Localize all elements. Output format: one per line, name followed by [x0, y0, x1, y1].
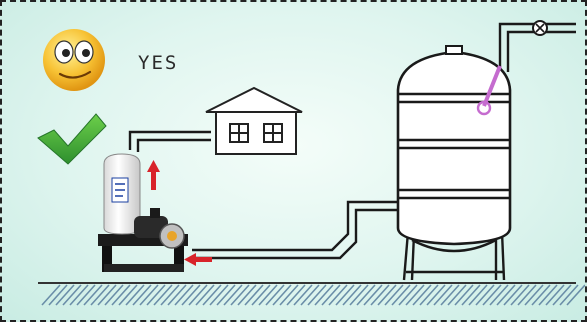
- ground-hatch-line: [258, 284, 278, 306]
- ground-hatch-line: [384, 284, 404, 306]
- ground-hatch-line: [202, 284, 222, 306]
- ground-hatch-line: [272, 284, 292, 306]
- ground-hatch-line: [517, 284, 537, 306]
- ground-hatch-line: [83, 284, 103, 306]
- ground-hatch-line: [251, 284, 271, 306]
- ground-hatch-line: [363, 284, 383, 306]
- water-storage-tank: [396, 45, 512, 246]
- ground-hatch-line: [328, 284, 348, 306]
- flow-arrow-up: [147, 160, 160, 190]
- ground-hatch-line: [503, 284, 523, 306]
- yes-label: YES: [138, 52, 179, 74]
- ground-hatch-line: [195, 284, 215, 306]
- ground-hatch-line: [90, 284, 110, 306]
- ground-hatch-line: [286, 284, 306, 306]
- ground-hatch-line: [223, 284, 243, 306]
- ground-hatch-line: [237, 284, 257, 306]
- ground-hatch-line: [132, 284, 152, 306]
- pipes: [128, 22, 576, 260]
- ground-hatch-line: [97, 284, 117, 306]
- ground-hatch-line: [538, 284, 558, 306]
- ground-hatch-line: [265, 284, 285, 306]
- ground-hatch-line: [307, 284, 327, 306]
- tank-stand: [402, 231, 506, 281]
- ground-hatch-line: [433, 284, 453, 306]
- ground-hatch-line: [559, 284, 579, 306]
- ground-hatch-line: [489, 284, 509, 306]
- house-window-right: [263, 123, 283, 143]
- smiley-face-icon: [43, 29, 105, 91]
- ground-hatch-line: [153, 284, 173, 306]
- ground-hatch-line: [293, 284, 313, 306]
- ground-hatch-line: [531, 284, 551, 306]
- ground-hatch-line: [405, 284, 425, 306]
- ground-hatch-line: [167, 284, 187, 306]
- ground-hatch-line: [188, 284, 208, 306]
- ground-hatch-line: [244, 284, 264, 306]
- ground-hatch-line: [349, 284, 369, 306]
- ground-hatch-line: [566, 284, 585, 306]
- valve-icon: [532, 20, 548, 36]
- ground-hatch-line: [454, 284, 474, 306]
- ground-hatch-line: [279, 284, 299, 306]
- ground-hatch-line: [335, 284, 355, 306]
- ground-hatch-line: [216, 284, 236, 306]
- ground-hatch-line: [475, 284, 495, 306]
- ground-hatch-line: [468, 284, 488, 306]
- ground-hatch-line: [314, 284, 334, 306]
- ground-hatch-line: [111, 284, 131, 306]
- ground-hatch-line: [482, 284, 502, 306]
- ground-hatch-line: [370, 284, 390, 306]
- ground-hatch-line: [55, 284, 75, 306]
- ground-hatch-line: [76, 284, 96, 306]
- ground-hatch-line: [62, 284, 82, 306]
- ground: [38, 282, 585, 306]
- ground-hatch-line: [398, 284, 418, 306]
- house: [205, 86, 303, 155]
- ground-hatch-line: [209, 284, 229, 306]
- ground-hatch-line: [174, 284, 194, 306]
- ground-hatch-line: [69, 284, 89, 306]
- flow-arrow-left: [184, 253, 212, 266]
- ground-hatch-line: [461, 284, 481, 306]
- ground-hatch-line: [321, 284, 341, 306]
- ground-hatch-line: [419, 284, 439, 306]
- ground-hatch-line: [447, 284, 467, 306]
- ground-hatch-line: [545, 284, 565, 306]
- green-checkmark-icon: [37, 113, 107, 165]
- ground-hatch-line: [391, 284, 411, 306]
- ground-hatch-line: [230, 284, 250, 306]
- ground-hatch-line: [125, 284, 145, 306]
- ground-hatch-line: [510, 284, 530, 306]
- ground-hatch-line: [412, 284, 432, 306]
- ground-hatch-line: [426, 284, 446, 306]
- ground-hatch-line: [356, 284, 376, 306]
- ground-hatch-line: [41, 284, 61, 306]
- ground-hatch-line: [118, 284, 138, 306]
- ground-hatch-line: [342, 284, 362, 306]
- house-window-left: [229, 123, 249, 143]
- ground-hatch-line: [160, 284, 180, 306]
- ground-hatch-line: [139, 284, 159, 306]
- ground-hatch-line: [48, 284, 68, 306]
- pump-motor: [134, 208, 185, 249]
- ground-hatch-line: [104, 284, 124, 306]
- ground-hatch-line: [524, 284, 544, 306]
- pump-system: [98, 153, 188, 272]
- ground-hatch-line: [440, 284, 460, 306]
- ground-hatch-line: [377, 284, 397, 306]
- ground-hatch-line: [300, 284, 320, 306]
- ground-hatch-line: [496, 284, 516, 306]
- ground-hatch-line: [552, 284, 572, 306]
- ground-hatch-line: [181, 284, 201, 306]
- ground-hatch-line: [146, 284, 166, 306]
- level-gauge: [476, 65, 502, 116]
